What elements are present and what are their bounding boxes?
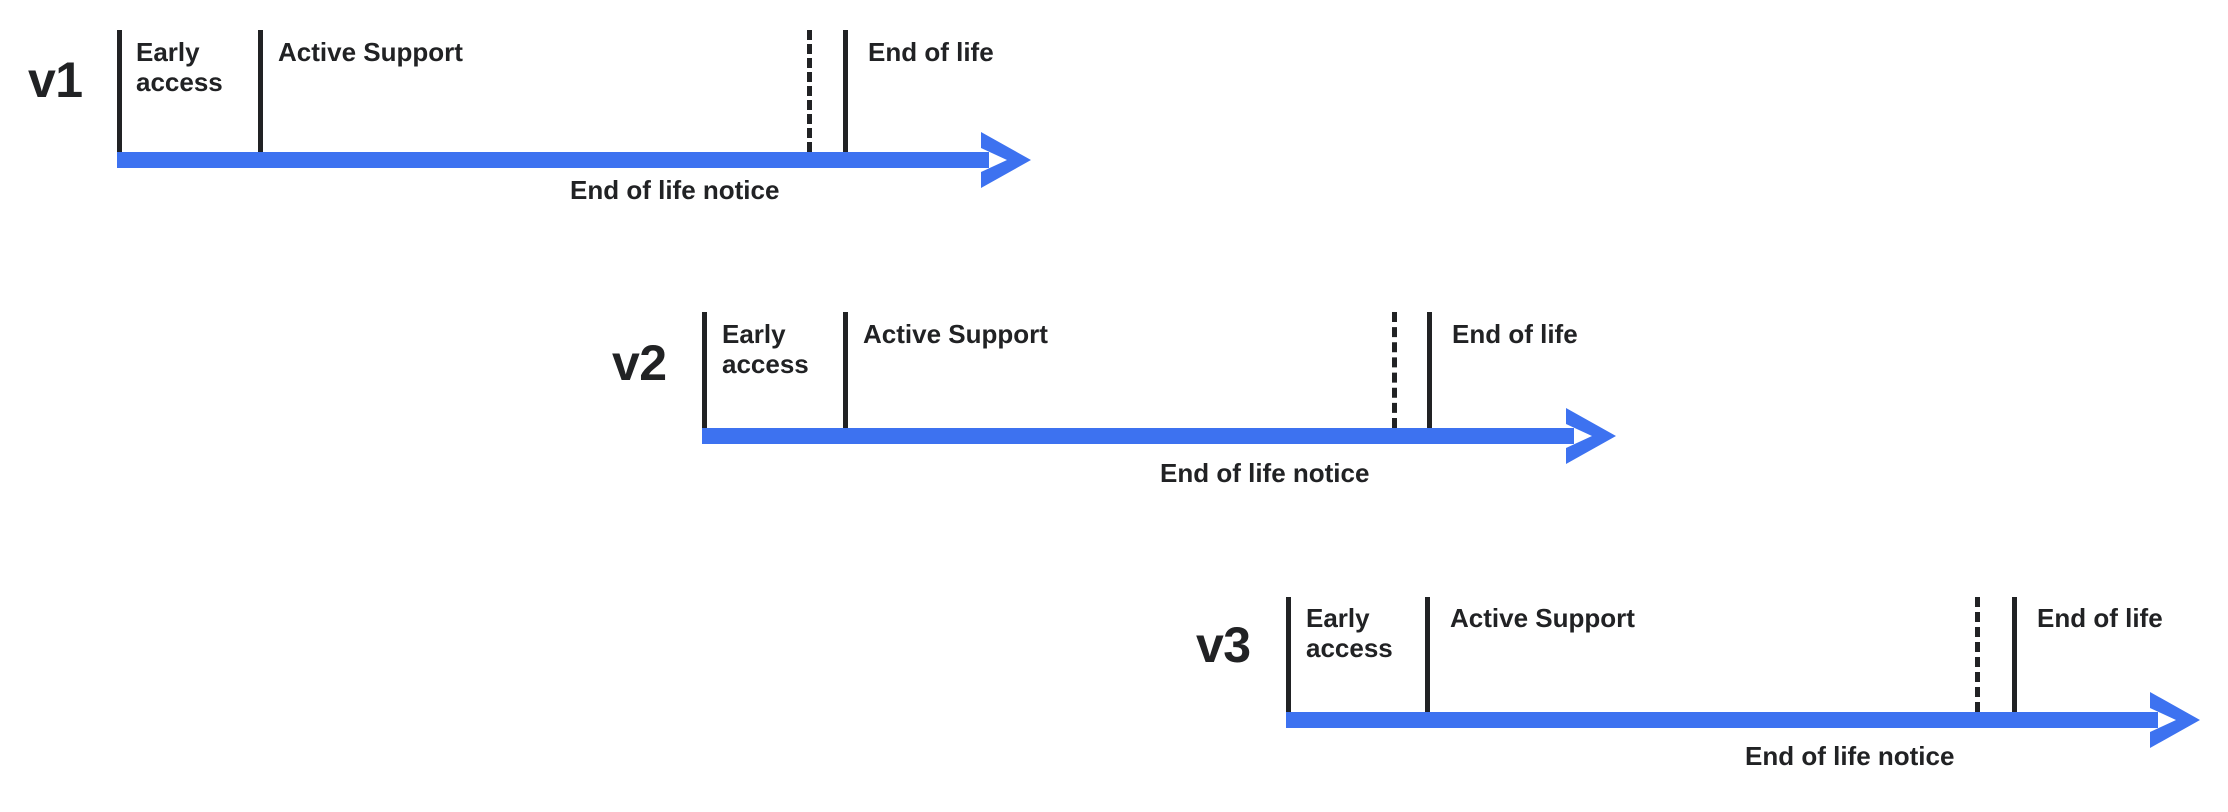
phase-divider-active-support-start-v2 xyxy=(843,312,848,428)
phase-label-early-access-v3: Early access xyxy=(1306,603,1393,663)
version-label-v3: v3 xyxy=(1196,617,1251,673)
end-of-life-notice-divider-v2 xyxy=(1392,312,1397,428)
phase-divider-active-support-start-v1 xyxy=(258,30,263,152)
timeline-arrowhead-v1 xyxy=(975,130,1037,195)
timeline-arrowhead-v3 xyxy=(2144,690,2206,755)
end-of-life-notice-divider-v1 xyxy=(807,30,812,152)
phase-label-active-support-v3: Active Support xyxy=(1450,603,1635,633)
phase-label-end-of-life-v2: End of life xyxy=(1452,319,1578,349)
end-of-life-notice-label-v2: End of life notice xyxy=(1160,458,1370,488)
version-label-v2: v2 xyxy=(612,335,667,391)
end-of-life-notice-divider-v3 xyxy=(1975,597,1980,712)
phase-label-active-support-v2: Active Support xyxy=(863,319,1048,349)
end-of-life-notice-label-v1: End of life notice xyxy=(570,175,780,205)
phase-divider-early-access-start-v2 xyxy=(702,312,707,428)
phase-label-end-of-life-v3: End of life xyxy=(2037,603,2163,633)
phase-label-early-access-v1: Early access xyxy=(136,37,223,97)
timeline-bar-v2 xyxy=(702,428,1574,444)
version-label-v1: v1 xyxy=(28,52,83,108)
timeline-bar-v3 xyxy=(1286,712,2158,728)
end-of-life-notice-label-v3: End of life notice xyxy=(1745,741,1955,771)
phase-label-end-of-life-v1: End of life xyxy=(868,37,994,67)
phase-divider-end-of-life-start-v2 xyxy=(1427,312,1432,428)
timeline-arrowhead-v2 xyxy=(1560,406,1622,471)
phase-divider-active-support-start-v3 xyxy=(1425,597,1430,712)
phase-divider-early-access-start-v3 xyxy=(1286,597,1291,712)
phase-label-active-support-v1: Active Support xyxy=(278,37,463,67)
phase-divider-early-access-start-v1 xyxy=(117,30,122,152)
phase-divider-end-of-life-start-v1 xyxy=(843,30,848,152)
phase-divider-end-of-life-start-v3 xyxy=(2012,597,2017,712)
timeline-bar-v1 xyxy=(117,152,989,168)
phase-label-early-access-v2: Early access xyxy=(722,319,809,379)
